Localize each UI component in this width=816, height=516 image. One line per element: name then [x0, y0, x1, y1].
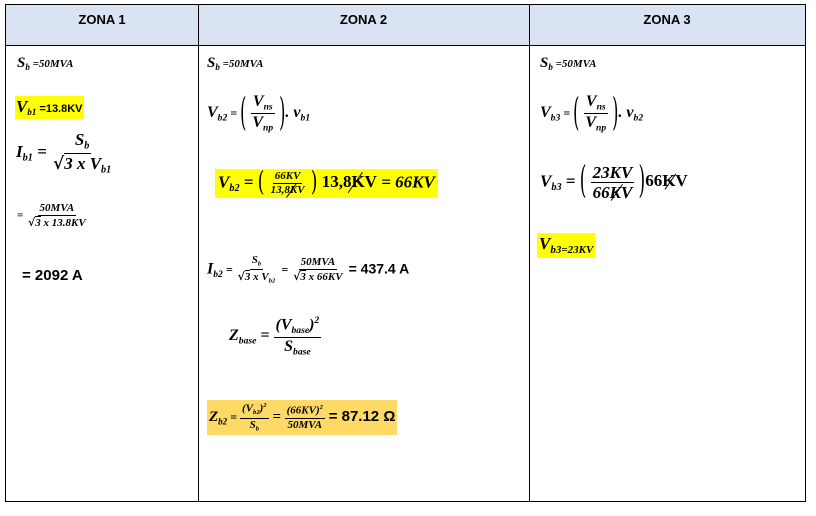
column-divider-2: [529, 5, 530, 501]
column-divider-1: [198, 5, 199, 501]
zona1-ib1-formula: Ib1 = Sb √3 x Vb1: [16, 130, 112, 176]
zona1-ib1-substitution: = 50MVA √3 x 13.8KV: [17, 202, 86, 229]
zona2-sb-formula: Sb =50MVA: [207, 55, 264, 73]
zona1-sb-formula: Sb =50MVA: [17, 55, 74, 73]
power-table: ZONA 1 ZONA 2 ZONA 3: [5, 4, 806, 502]
zona3-vb3-calculation: Vb3 = ( 23KV 66KV )66KV: [540, 159, 688, 204]
zona2-vb2-formula: Vb2 = ( Vns Vnp ). vb1: [207, 89, 311, 136]
zona1-ib1-result: = 2092 A: [22, 267, 83, 284]
zona2-zbase-formula: Zbase = (Vbase)2 Sbase: [229, 315, 322, 358]
header-zona-3: ZONA 3: [529, 5, 805, 46]
zona3-vb3-formula: Vb3 = ( Vns Vnp ). vb2: [540, 89, 644, 136]
zona2-ib2-formula: Ib2 = Sb √3 x Vb2 = 50MVA √3 x 66KV = 43…: [207, 254, 410, 285]
zona2-vb2-calculation: Vb2 = ( 66KV 13,8KV ) 13,8KV = 66KV: [215, 169, 438, 198]
header-zona-2: ZONA 2: [198, 5, 529, 46]
zona3-vb3-result: Vb3=23KV: [537, 233, 596, 258]
zona1-vb1-value: Vb1 =13.8KV: [15, 96, 84, 120]
zona3-sb-formula: Sb =50MVA: [540, 55, 597, 73]
header-zona-1: ZONA 1: [6, 5, 198, 46]
zona2-zb2-calculation: Zb2 = (Vb2)2 Sb = (66KV)2 50MVA = 87.12 …: [207, 400, 398, 436]
